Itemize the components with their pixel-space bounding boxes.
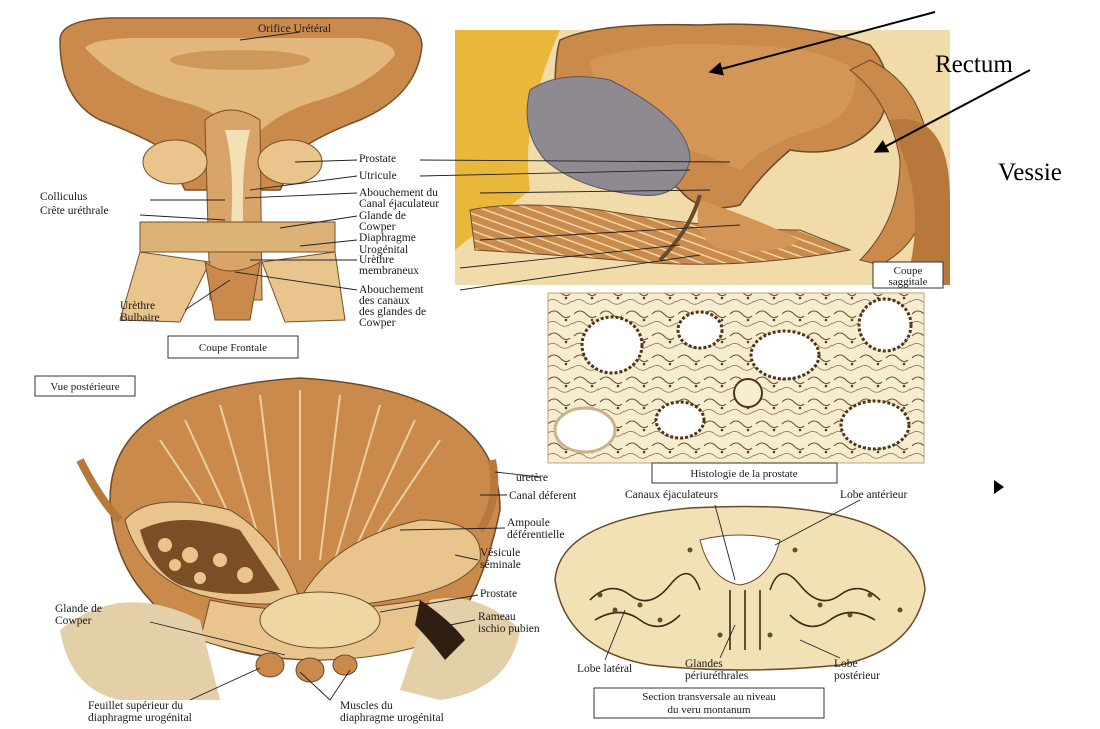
- label-periurethrales: périuréthrales: [685, 670, 749, 682]
- box-vue-posterieure: Vue postérieure: [35, 376, 135, 396]
- label-glande-de-cowper-1: Glande de: [55, 603, 102, 615]
- label-canal-deferent: Canal déferent: [509, 490, 577, 502]
- label-orifice-ureteral: Orifice Urétéral: [258, 23, 331, 35]
- label-diaphragme: Diaphragme: [359, 232, 416, 244]
- label-deferentielle: déférentielle: [507, 529, 564, 541]
- label-lobe-anterieur: Lobe antérieur: [840, 489, 908, 501]
- section-label-2: du veru montanum: [667, 704, 751, 716]
- vue-posterieure-label: Vue postérieure: [50, 381, 119, 393]
- histologie-label: Histologie de la prostate: [690, 468, 797, 480]
- label-lobe-lateral: Lobe latéral: [577, 663, 632, 675]
- label-posterieur: postérieur: [834, 670, 880, 682]
- label-feuillet-2: diaphragme urogénital: [88, 712, 192, 724]
- label-vesicule: Vésicule: [480, 547, 520, 559]
- label-vessie: Vessie: [998, 159, 1062, 186]
- label-rameau: Rameau: [478, 611, 516, 623]
- sagittal-section-drawing: [455, 24, 950, 285]
- label-urethre-bulbaire-1: Urèthre: [120, 300, 155, 312]
- label-glandes: Glandes: [685, 658, 723, 670]
- label-feuillet-1: Feuillet supérieur du: [88, 700, 183, 712]
- label-canal-ejaculateur: Canal éjaculateur: [359, 198, 439, 210]
- label-urethre-bulbaire-2: Bulbaire: [120, 312, 160, 324]
- label-rectum: Rectum: [935, 51, 1013, 78]
- label-colliculus: Colliculus: [40, 191, 88, 203]
- box-histologie: Histologie de la prostate: [652, 463, 837, 483]
- label-glande-de-cowper-2: Cowper: [55, 615, 92, 627]
- label-cowper-2: Cowper: [359, 317, 396, 329]
- label-uretere: uretère: [516, 472, 548, 484]
- triangle-bullet-icon: [994, 480, 1004, 494]
- coupe-frontale-label: Coupe Frontale: [199, 342, 267, 354]
- label-muscles-2: diaphragme urogénital: [340, 712, 444, 724]
- label-ischio-pubien: ischio pubien: [478, 623, 540, 635]
- label-membraneux: membraneux: [359, 265, 419, 277]
- box-section-transversale: Section transversale au niveau du veru m…: [594, 688, 824, 718]
- posterior-view-drawing: [60, 378, 520, 700]
- label-muscles-1: Muscles du: [340, 700, 393, 712]
- box-coupe-frontale: Coupe Frontale: [168, 336, 298, 358]
- label-utricule: Utricule: [359, 170, 397, 182]
- saggitale-label: saggitale: [888, 276, 927, 288]
- label-canaux-ejaculateurs: Canaux éjaculateurs: [625, 489, 718, 501]
- label-prostate-2: Prostate: [480, 588, 517, 600]
- label-ampoule: Ampoule: [507, 517, 550, 529]
- label-prostate: Prostate: [359, 153, 396, 165]
- label-lobe: Lobe: [834, 658, 858, 670]
- section-label-1: Section transversale au niveau: [642, 691, 776, 703]
- label-crete-urethrale: Crête uréthrale: [40, 205, 109, 217]
- histology-drawing: [548, 293, 924, 463]
- box-coupe-saggitale: Coupe saggitale: [873, 262, 943, 288]
- label-seminale: séminale: [480, 559, 521, 571]
